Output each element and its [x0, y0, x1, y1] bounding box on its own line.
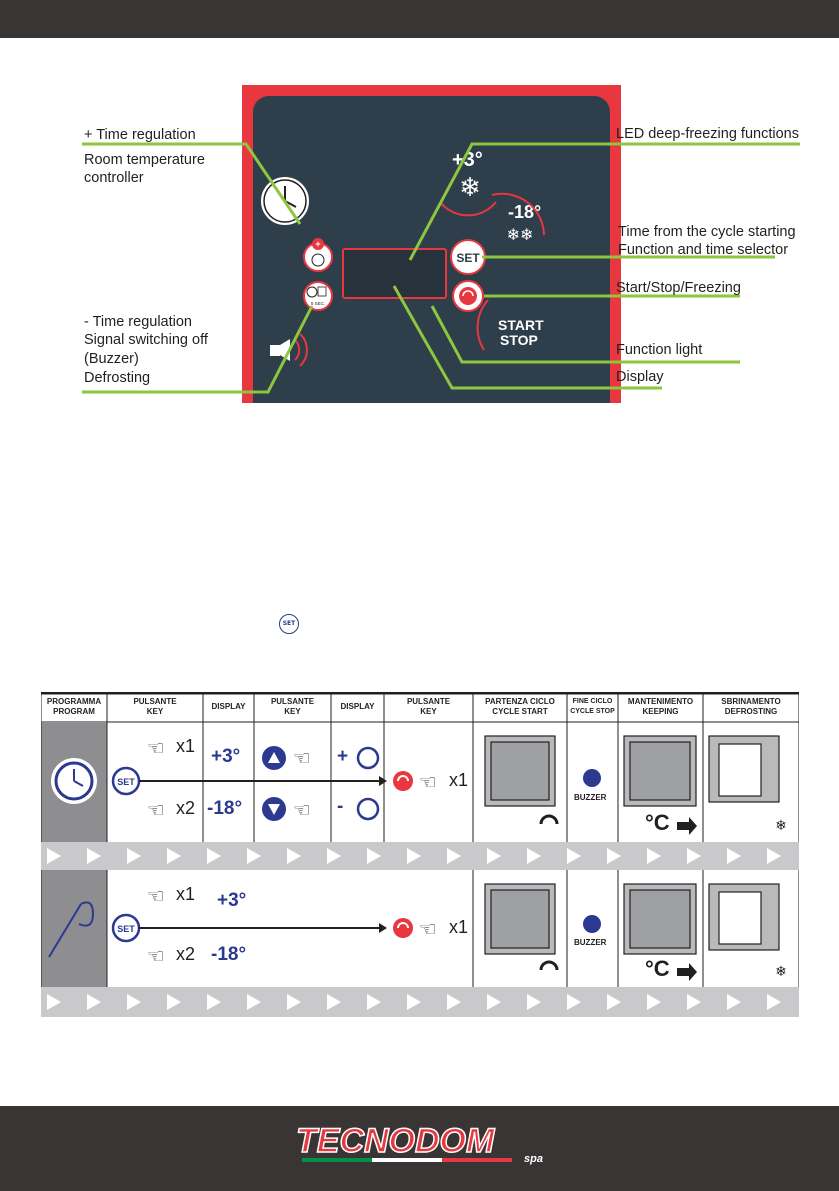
program-table: SET SET	[41, 692, 799, 1017]
hand-icon: ☜	[147, 944, 165, 968]
fridge-keeping-row1	[623, 735, 697, 807]
label-defrosting: Defrosting	[84, 370, 151, 386]
hand-icon: ☜	[147, 736, 165, 760]
defrost-drops-icon-row1: ❄	[775, 817, 787, 833]
top-bar	[0, 0, 839, 38]
minus-clock-icon	[356, 797, 380, 821]
svg-text:TECNODOM: TECNODOM	[296, 1122, 495, 1160]
th-display-1: DISPLAY	[211, 702, 246, 711]
cycle-icon-row2	[539, 960, 559, 971]
press-x1: x1	[176, 736, 196, 756]
hand-icon: ☜	[293, 746, 311, 770]
keeping-arrow-row2	[677, 963, 697, 981]
label-led-deep: LED deep-freezing functions	[616, 126, 799, 142]
keeping-degc: °C	[645, 810, 670, 835]
th-display-2: DISPLAY	[340, 702, 375, 711]
buzzer-label: BUZZER	[574, 793, 607, 802]
hand-icon: ☜	[147, 798, 165, 822]
tecnodom-logo: TECNODOM spa	[295, 1121, 543, 1165]
svg-text:5 SEC.: 5 SEC.	[311, 301, 325, 306]
defrost-drops-icon-row2: ❄	[775, 963, 787, 979]
label-function-light: Function light	[616, 342, 703, 358]
display-minus18: -18°	[207, 798, 243, 819]
fridge-keeping-row2	[623, 883, 697, 955]
set-button: SET	[450, 239, 486, 275]
press-x2: x2	[176, 798, 196, 818]
label-room-temp: Room temperature	[84, 152, 205, 168]
display-minus18: -18°	[211, 944, 247, 965]
footer-bar	[0, 1106, 839, 1191]
table-grid: SET SET	[41, 692, 799, 1017]
set-key-row1: SET	[111, 766, 141, 796]
label-time-minus: - Time regulation	[84, 314, 192, 330]
svg-text:SET: SET	[117, 777, 135, 787]
time-plus-button: +	[303, 238, 333, 272]
start-key-row2	[393, 918, 413, 938]
fridge-cycle-start-row1	[484, 735, 556, 807]
hand-icon: ☜	[419, 770, 437, 794]
fridge-cycle-start-row2	[484, 883, 556, 955]
buzzer-label: BUZZER	[574, 938, 607, 947]
svg-text:STOP: STOP	[500, 332, 538, 348]
start-stop-button	[452, 280, 484, 312]
panel-display	[342, 248, 447, 299]
display-minus: -	[337, 796, 344, 817]
buzzer-icon-row2	[583, 915, 601, 933]
up-key-icon	[262, 746, 286, 770]
press-x1: x1	[176, 884, 196, 904]
panel-overlay: + 5 SEC. +3° ❄ -18° ❄❄ SET START STOP	[82, 142, 800, 394]
display-plus: +	[337, 746, 349, 767]
buzzer-icon-row1	[583, 769, 601, 787]
time-minus-button: 5 SEC.	[303, 281, 333, 311]
program-clock-icon	[51, 758, 97, 804]
start-x1: x1	[449, 770, 469, 790]
snowflake-icon: ❄	[459, 172, 481, 202]
double-snowflake-icon: ❄❄	[507, 227, 534, 244]
svg-text:spa: spa	[524, 1153, 543, 1165]
label-time-from: Time from the cycle starting	[618, 224, 796, 240]
start-key-row1	[393, 771, 413, 791]
label-start-stop-freezing: Start/Stop/Freezing	[616, 280, 741, 296]
set-inline-icon: SET	[279, 614, 299, 634]
fridge-defrost-row2	[708, 883, 780, 951]
display-plus3: +3°	[217, 890, 247, 911]
keeping-degc: °C	[645, 956, 670, 981]
keeping-arrow-row1	[677, 817, 697, 835]
svg-text:+: +	[315, 239, 320, 249]
start-x1: x1	[449, 917, 469, 937]
down-key-icon	[262, 797, 286, 821]
set-key-row2: SET	[111, 913, 141, 943]
svg-text:SET: SET	[117, 924, 135, 934]
press-x2: x2	[176, 944, 196, 964]
program-probe-icon	[48, 901, 95, 958]
label-display: Display	[616, 369, 664, 385]
label-signal-off: Signal switching off	[84, 332, 208, 348]
display-plus3: +3°	[211, 746, 241, 767]
svg-text:START: START	[498, 317, 544, 333]
plus-clock-icon	[356, 746, 380, 770]
svg-text:SET: SET	[456, 251, 480, 265]
label-buzzer: (Buzzer)	[84, 351, 139, 367]
hand-icon: ☜	[147, 884, 165, 908]
label-controller: controller	[84, 170, 144, 186]
hand-icon: ☜	[293, 798, 311, 822]
fridge-defrost-row1	[708, 735, 780, 803]
hand-icon: ☜	[419, 917, 437, 941]
label-func-selector: Function and time selector	[618, 242, 789, 258]
cycle-icon-row1	[539, 814, 559, 825]
label-time-plus: + Time regulation	[84, 127, 196, 143]
